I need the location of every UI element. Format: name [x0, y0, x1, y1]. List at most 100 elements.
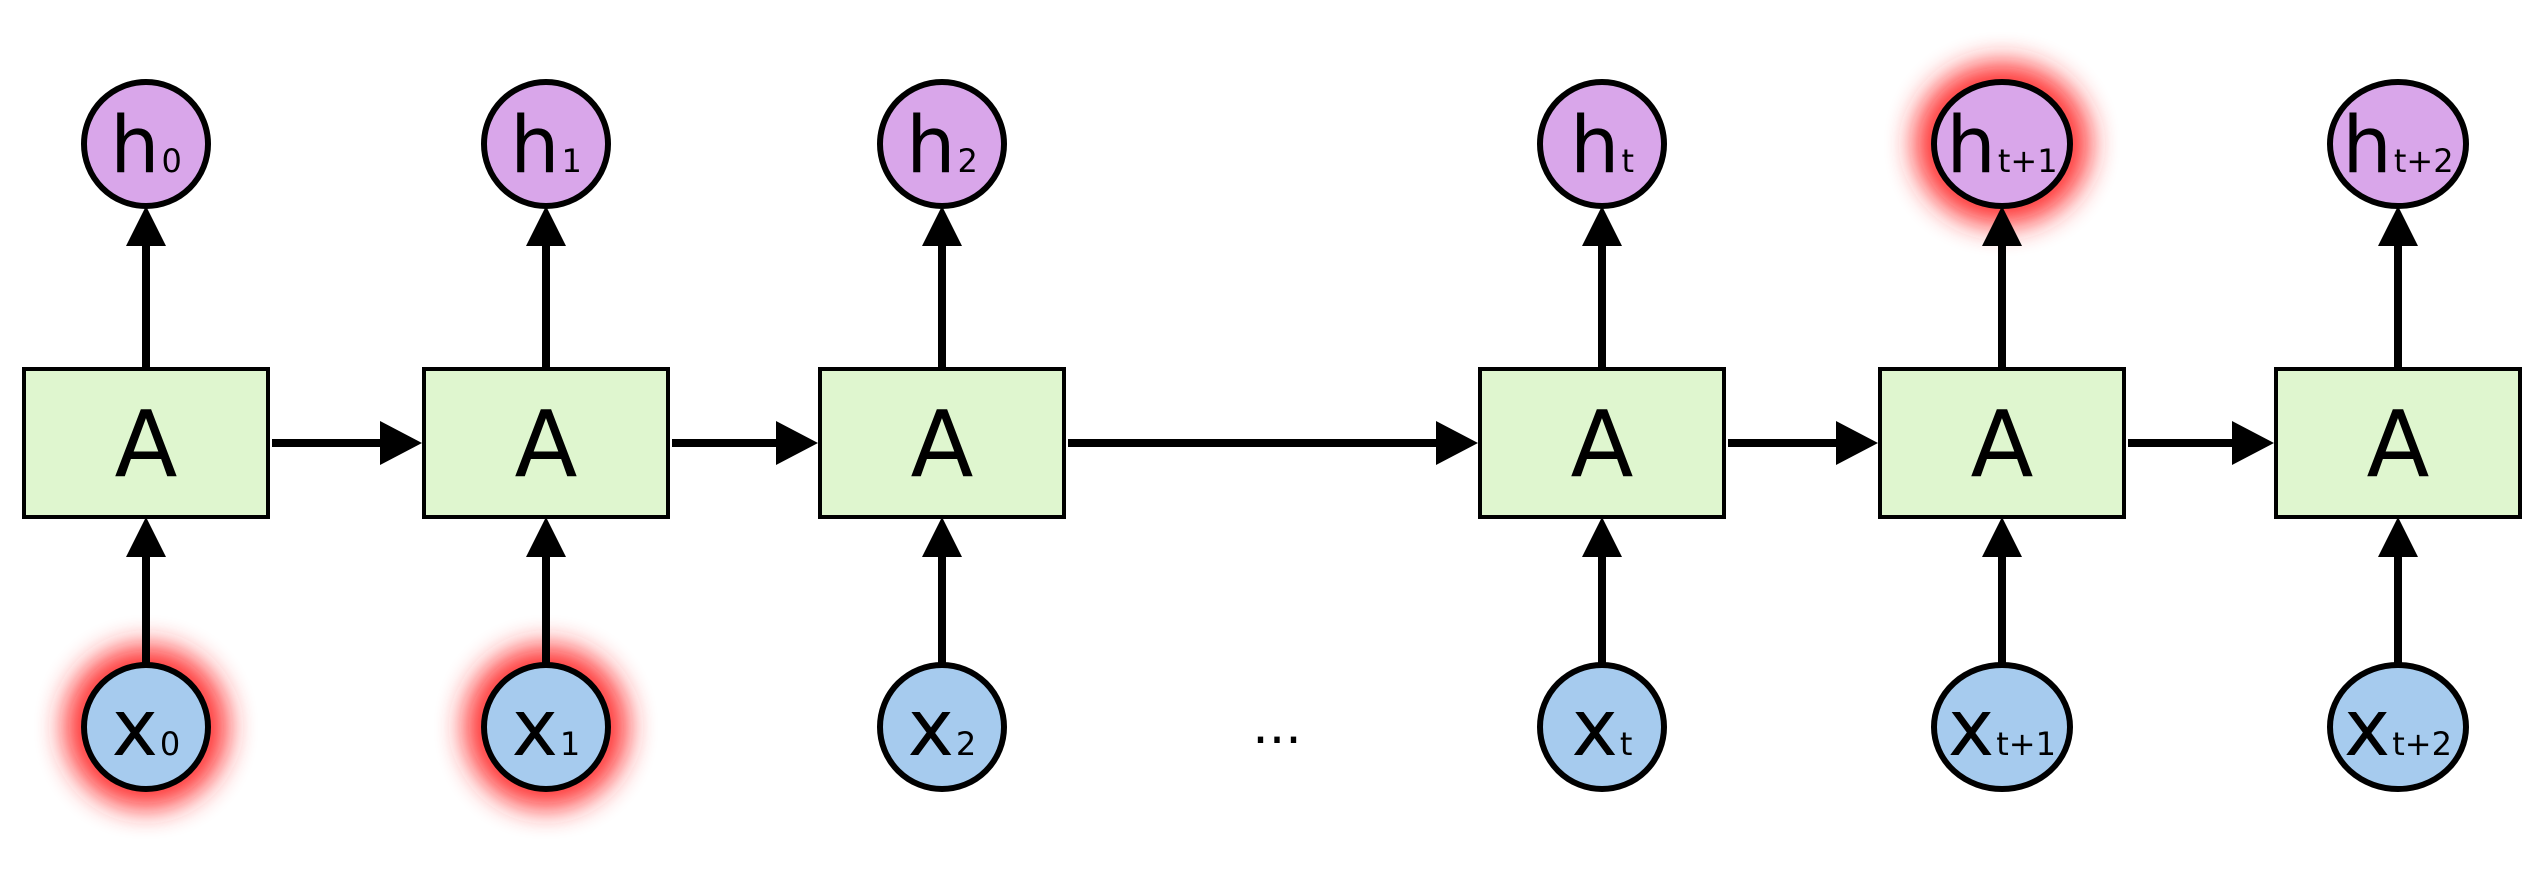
arrow-layer: [126, 206, 2418, 665]
hidden-state-label: ht: [1570, 101, 1634, 191]
input-to-cell-arrow: [922, 517, 962, 665]
glow-layer: [64, 62, 2090, 809]
hidden-state-node: ht: [1537, 79, 1667, 209]
rnn-cell: A: [1878, 367, 2126, 519]
rnn-cell-box: [22, 367, 270, 519]
hidden-state-label: ht+2: [2342, 101, 2453, 191]
hidden-state-subscript: 0: [162, 142, 182, 180]
recurrent-arrow: [272, 421, 422, 465]
hidden-state-node: ht+1: [1931, 79, 2073, 209]
hidden-state-node: h2: [877, 79, 1007, 209]
recurrent-arrow-head: [776, 421, 818, 465]
input-label: x1: [512, 684, 581, 774]
hidden-state-circle: [1537, 79, 1667, 209]
hidden-state-symbol: h: [1570, 101, 1619, 191]
input-label: xt: [1572, 684, 1633, 774]
hidden-state-circle: [2327, 79, 2469, 209]
hidden-state-subscript: 1: [562, 142, 582, 180]
input-subscript: t+2: [2392, 725, 2452, 763]
input-to-cell-arrow: [1582, 517, 1622, 665]
cell-to-hidden-arrow-head: [1982, 206, 2022, 246]
rnn-cell: A: [1478, 367, 1726, 519]
input-symbol: x: [112, 684, 158, 774]
input-label: x0: [112, 684, 181, 774]
input-to-cell-arrow: [126, 517, 166, 665]
hidden-state-node: ht+2: [2327, 79, 2469, 209]
rnn-cell: A: [2274, 367, 2522, 519]
input-to-cell-arrow-head: [126, 517, 166, 557]
input-node: x2: [877, 662, 1007, 792]
rnn-cell-label: A: [1971, 391, 2034, 498]
cell-to-hidden-arrow-head: [1582, 206, 1622, 246]
input-circle: [481, 662, 611, 792]
cell-to-hidden-arrow-head: [126, 206, 166, 246]
input-subscript: 2: [956, 725, 976, 763]
rnn-cell: A: [422, 367, 670, 519]
input-subscript: t: [1620, 725, 1633, 763]
hidden-state-subscript: t+1: [1998, 142, 2058, 180]
hidden-state-symbol: h: [906, 101, 955, 191]
cell-to-hidden-arrow-head: [922, 206, 962, 246]
input-label: xt+2: [2344, 684, 2452, 774]
input-node: xt: [1537, 662, 1667, 792]
hidden-state-symbol: h: [1946, 101, 1995, 191]
hidden-state-circle: [481, 79, 611, 209]
recurrent-arrow-head: [380, 421, 422, 465]
input-circle: [2327, 662, 2469, 792]
sequence-ellipsis: ...: [1252, 696, 1302, 756]
input-symbol: x: [1948, 684, 1994, 774]
cell-to-hidden-arrow: [526, 206, 566, 369]
rnn-cell-label: A: [115, 391, 178, 498]
rnn-cell: A: [818, 367, 1066, 519]
recurrent-arrow-head: [2232, 421, 2274, 465]
cell-to-hidden-arrow: [922, 206, 962, 369]
input-to-cell-arrow: [526, 517, 566, 665]
hidden-state-circle: [1931, 79, 2073, 209]
hidden-state-label: h2: [906, 101, 978, 191]
rnn-cell-box: [1878, 367, 2126, 519]
hidden-state-node: h1: [481, 79, 611, 209]
input-subscript: 0: [160, 725, 180, 763]
input-to-cell-arrow-head: [1982, 517, 2022, 557]
hidden-state-label: ht+1: [1946, 101, 2057, 191]
hidden-state-circle: [877, 79, 1007, 209]
input-to-cell-arrow-head: [1582, 517, 1622, 557]
rnn-cell-box: [422, 367, 670, 519]
hidden-state-label: h1: [510, 101, 582, 191]
input-symbol: x: [2344, 684, 2390, 774]
input-circle: [81, 662, 211, 792]
rnn-cell-label: A: [1571, 391, 1634, 498]
cell-to-hidden-arrow-head: [2378, 206, 2418, 246]
hidden-state-subscript: t: [1621, 142, 1634, 180]
rnn-cell: A: [22, 367, 270, 519]
recurrent-arrow: [1728, 421, 1878, 465]
cell-to-hidden-arrow: [1582, 206, 1622, 369]
hidden-state-symbol: h: [510, 101, 559, 191]
rnn-cell-label: A: [911, 391, 974, 498]
hidden-state-subscript: 2: [958, 142, 978, 180]
input-to-cell-arrow-head: [2378, 517, 2418, 557]
recurrent-arrow: [672, 421, 818, 465]
input-circle: [1537, 662, 1667, 792]
input-symbol: x: [908, 684, 954, 774]
rnn-cell-label: A: [2367, 391, 2430, 498]
rnn-cell-label: A: [515, 391, 578, 498]
input-to-cell-arrow: [1982, 517, 2022, 665]
input-symbol: x: [512, 684, 558, 774]
input-label: x2: [908, 684, 977, 774]
hidden-state-circle: [81, 79, 211, 209]
input-subscript: t+1: [1996, 725, 2056, 763]
cell-to-hidden-arrow: [126, 206, 166, 369]
cell-to-hidden-arrow: [2378, 206, 2418, 369]
hidden-state-label: h0: [110, 101, 182, 191]
recurrent-arrow: [2128, 421, 2274, 465]
input-node: x1: [481, 662, 611, 792]
recurrent-arrow-head: [1836, 421, 1878, 465]
cell-to-hidden-arrow-head: [526, 206, 566, 246]
hidden-state-subscript: t+2: [2394, 142, 2454, 180]
hidden-state-symbol: h: [2342, 101, 2391, 191]
hidden-state-symbol: h: [110, 101, 159, 191]
cell-to-hidden-arrow: [1982, 206, 2022, 369]
input-node: x0: [81, 662, 211, 792]
